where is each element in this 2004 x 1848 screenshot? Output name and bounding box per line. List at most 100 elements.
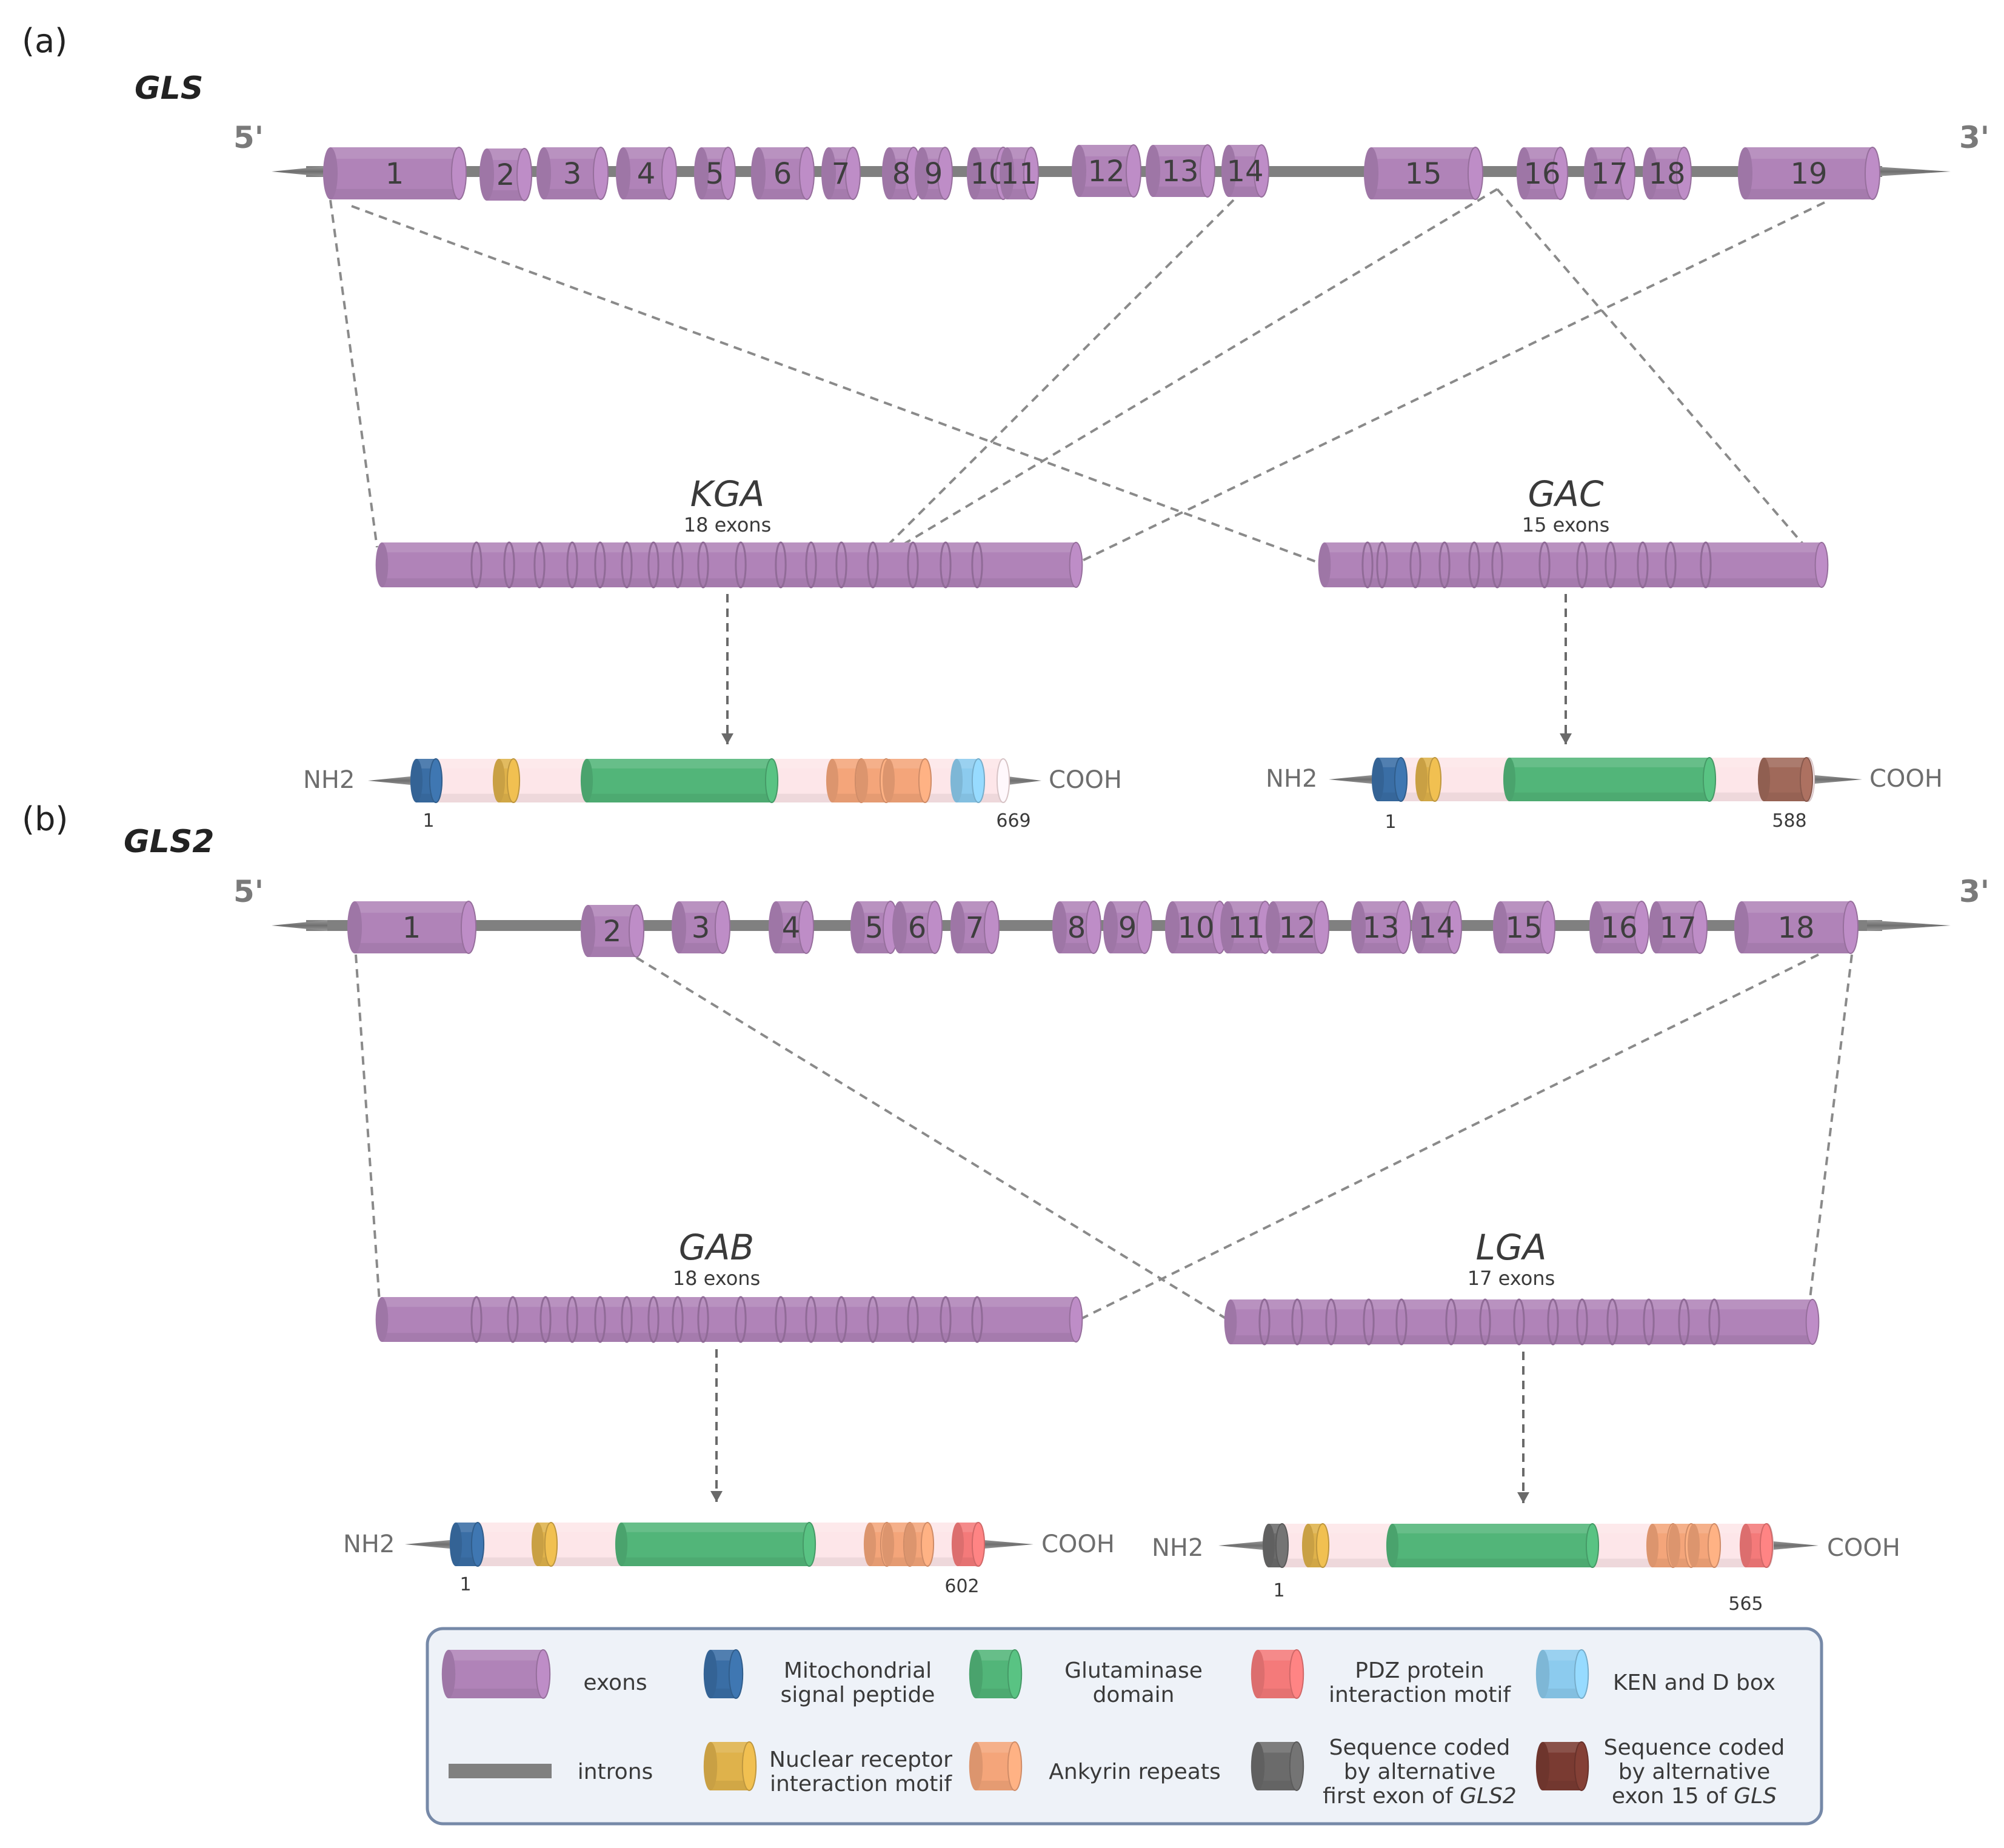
lga-glutaminase-domain bbox=[1386, 1523, 1600, 1568]
gab-body bbox=[375, 1296, 1083, 1343]
legend-label-ken-1: KEN and D box bbox=[1613, 1670, 1775, 1695]
lga-boundary-13 bbox=[1678, 1298, 1690, 1346]
gab-boundary-16 bbox=[940, 1296, 952, 1343]
gac-boundary-8 bbox=[1576, 541, 1588, 589]
mrna-bar-gab bbox=[375, 1296, 1083, 1343]
line-exon18-to-gab bbox=[1075, 953, 1819, 1323]
legend-label-alt_first-3: first exon of GLS2 bbox=[1323, 1784, 1517, 1809]
start-residue-kga: 1 bbox=[423, 810, 434, 832]
lga-pdz-motif bbox=[1739, 1523, 1774, 1568]
exon-gls2-2 bbox=[580, 904, 645, 958]
mrna-bar-lga bbox=[1224, 1298, 1820, 1346]
isoform-exon-count-lga: 17 exons bbox=[1468, 1267, 1555, 1290]
exon-gls-5 bbox=[693, 147, 736, 200]
lga-body bbox=[1224, 1299, 1820, 1345]
lga-boundary-9 bbox=[1547, 1298, 1559, 1346]
gac-boundary-4 bbox=[1438, 541, 1451, 589]
kga-n-tip bbox=[368, 776, 416, 786]
legend-swatch-alt15 bbox=[1535, 1741, 1589, 1791]
kga-boundary-12 bbox=[805, 541, 817, 589]
kga-boundary-3 bbox=[533, 541, 546, 589]
exon-label-gls-2: 2 bbox=[496, 158, 515, 192]
five-prime-tip-gls bbox=[272, 166, 327, 177]
exon-label-gls-13: 13 bbox=[1161, 155, 1198, 188]
exon-gls2-14 bbox=[1411, 901, 1463, 954]
exon-label-gls2-14: 14 bbox=[1418, 911, 1455, 945]
exon-gls-9 bbox=[914, 147, 954, 200]
gac-c-tip bbox=[1808, 775, 1862, 784]
exon-gls2-6 bbox=[892, 901, 943, 954]
exon-gls-7 bbox=[821, 147, 861, 200]
legend-label-nuclear-2: interaction motif bbox=[770, 1772, 952, 1796]
exon-label-gls2-5: 5 bbox=[865, 911, 884, 945]
legend-item-introns: introns bbox=[449, 1760, 653, 1784]
exon-gls-17 bbox=[1583, 147, 1636, 200]
legend-swatch-exons bbox=[441, 1649, 551, 1699]
exon-gls-15 bbox=[1363, 147, 1484, 200]
arrow-gac-protein-head bbox=[1560, 733, 1572, 744]
exon-label-gls-19: 19 bbox=[1790, 157, 1827, 191]
exon-gls2-1 bbox=[347, 901, 477, 954]
legend-swatch-ken bbox=[1535, 1649, 1589, 1699]
exon-gls-1 bbox=[322, 147, 467, 200]
gac-boundary-5 bbox=[1468, 541, 1480, 589]
legend-swatch-introns bbox=[449, 1764, 552, 1778]
gac-boundary-12 bbox=[1700, 541, 1712, 589]
legend-label-alt15-1: Sequence coded bbox=[1604, 1735, 1785, 1760]
kga-boundary-4 bbox=[566, 541, 578, 589]
lga-boundary-4 bbox=[1363, 1298, 1375, 1346]
kga-body bbox=[375, 542, 1083, 588]
lga-boundary-8 bbox=[1513, 1298, 1525, 1346]
gac-n-tip bbox=[1329, 775, 1378, 784]
exon-label-gls2-17: 17 bbox=[1659, 911, 1696, 945]
lga-ankyrin-3 bbox=[1687, 1523, 1722, 1568]
gac-nuclear-motif bbox=[1415, 757, 1442, 802]
exon-gls2-9 bbox=[1103, 901, 1153, 954]
exon-gls-13 bbox=[1145, 144, 1216, 198]
lga-boundary-14 bbox=[1708, 1298, 1720, 1346]
start-residue-gac: 1 bbox=[1384, 812, 1396, 833]
exon-label-gls-15: 15 bbox=[1404, 157, 1441, 191]
line-exon1-to-gac bbox=[351, 205, 1322, 565]
kga-boundary-16 bbox=[940, 541, 952, 589]
exon-gls2-4 bbox=[768, 901, 815, 954]
cooh-label-gab: COOH bbox=[1041, 1530, 1115, 1558]
gab-boundary-14 bbox=[867, 1296, 879, 1343]
legend-label-alt15-2: by alternative bbox=[1618, 1760, 1771, 1784]
exon-label-gls-7: 7 bbox=[832, 157, 850, 191]
arrow-lga-protein-head bbox=[1517, 1492, 1529, 1503]
gab-nuclear-motif bbox=[531, 1522, 558, 1567]
legend-item-exons: exons bbox=[441, 1649, 647, 1699]
legend-swatch-glut bbox=[969, 1649, 1023, 1699]
gab-boundary-17 bbox=[971, 1296, 983, 1343]
protein-kga bbox=[368, 758, 1041, 803]
start-residue-gab: 1 bbox=[459, 1574, 471, 1595]
exon-label-gls2-4: 4 bbox=[782, 911, 801, 945]
five-prime-tip-gls2 bbox=[272, 920, 327, 931]
arrow-kga-protein-head bbox=[721, 733, 733, 744]
lga-alt-first-exon bbox=[1262, 1523, 1289, 1568]
kga-ankyrin-3 bbox=[882, 758, 932, 803]
exon-gls-19 bbox=[1737, 147, 1881, 200]
gac-boundary-11 bbox=[1665, 541, 1677, 589]
gab-pdz-motif bbox=[951, 1522, 986, 1567]
gab-boundary-7 bbox=[647, 1296, 660, 1343]
exon-gls-14 bbox=[1221, 144, 1270, 198]
exon-label-gls-5: 5 bbox=[706, 157, 724, 191]
exon-label-gls-3: 3 bbox=[563, 157, 582, 191]
gab-n-tip bbox=[405, 1539, 456, 1549]
gab-boundary-5 bbox=[594, 1296, 606, 1343]
gene-title-gls2: GLS2 bbox=[124, 824, 214, 860]
kga-boundary-6 bbox=[621, 541, 633, 589]
mrna-bar-kga bbox=[375, 541, 1083, 589]
isoform-name-kga: KGA bbox=[690, 473, 765, 515]
kga-boundary-10 bbox=[735, 541, 747, 589]
exon-label-gls2-7: 7 bbox=[966, 911, 984, 945]
kga-nuclear-motif bbox=[492, 758, 521, 803]
gab-c-tip bbox=[977, 1539, 1034, 1549]
gac-boundary-6 bbox=[1491, 541, 1503, 589]
legend-box bbox=[426, 1627, 1823, 1826]
